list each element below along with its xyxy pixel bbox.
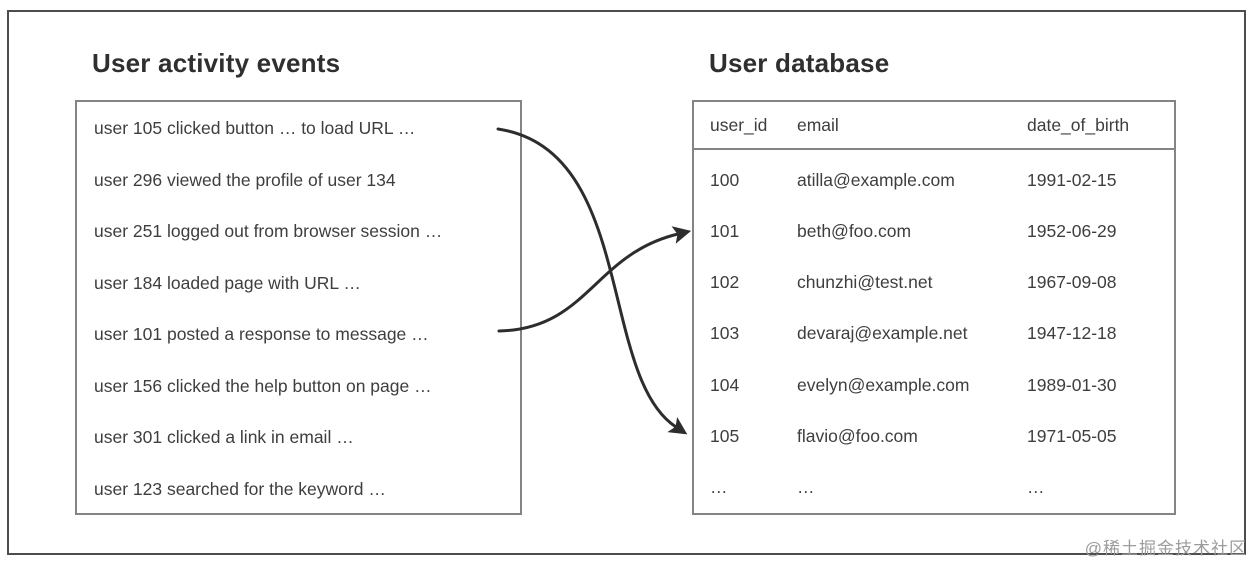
cell-email: evelyn@example.com [797,374,970,395]
column-header-date-of-birth: date_of_birth [1027,114,1130,135]
watermark: @稀土掘金技术社区 [1084,539,1247,558]
right-panel-title: User database [709,48,890,78]
cell-date-of-birth: 1991-02-15 [1027,170,1117,190]
event-row: user 123 searched for the keyword … [94,478,386,499]
table-row: 103 devaraj@example.net 1947-12-18 [694,323,1174,343]
event-row: user 105 clicked button … to load URL … [94,118,416,138]
user-database-box: user_id email date_of_birth 100 atilla@e… [692,100,1176,515]
cell-date-of-birth: 1967-09-08 [1027,272,1117,293]
cell-email: … [797,476,815,497]
table-row: 102 chunzhi@test.net 1967-09-08 [694,272,1174,292]
cell-date-of-birth: 1989-01-30 [1027,374,1117,395]
cell-date-of-birth: 1947-12-18 [1027,323,1117,344]
table-row: 101 beth@foo.com 1952-06-29 [694,221,1174,241]
event-row: user 101 posted a response to message … [94,324,429,345]
cell-user-id: 105 [710,425,740,446]
cell-user-id: 103 [710,323,740,344]
cell-user-id: 104 [710,374,740,395]
event-row: user 296 viewed the profile of user 134 [94,169,396,190]
cell-user-id: … [710,476,728,497]
cell-email: atilla@example.com [797,170,955,190]
left-panel-title: User activity events [92,48,341,78]
event-row: user 156 clicked the help button on page… [94,375,432,396]
cell-email: flavio@foo.com [797,425,918,446]
cell-email: beth@foo.com [797,221,912,242]
table-body: 100 atilla@example.com 1991-02-15 101 be… [694,150,1174,511]
cell-date-of-birth: … [1027,476,1045,497]
cell-user-id: 101 [710,221,740,242]
cell-user-id: 100 [710,170,740,190]
cell-user-id: 102 [710,272,740,293]
user-activity-events-box: user 105 clicked button … to load URL … … [75,100,522,515]
event-row: user 251 logged out from browser session… [94,221,443,242]
event-row: user 301 clicked a link in email … [94,427,354,448]
event-row: user 184 loaded page with URL … [94,272,361,293]
cell-email: chunzhi@test.net [797,272,933,293]
cell-date-of-birth: 1971-05-05 [1027,425,1117,446]
cell-date-of-birth: 1952-06-29 [1027,221,1117,242]
cell-email: devaraj@example.net [797,323,968,344]
column-header-user-id: user_id [710,114,768,135]
table-row: 105 flavio@foo.com 1971-05-05 [694,426,1174,446]
table-row: 100 atilla@example.com 1991-02-15 [694,170,1174,190]
table-row: 104 evelyn@example.com 1989-01-30 [694,375,1174,395]
table-header-row: user_id email date_of_birth [694,102,1174,150]
table-row-ellipsis: … … … [694,477,1174,497]
column-header-email: email [797,114,839,135]
